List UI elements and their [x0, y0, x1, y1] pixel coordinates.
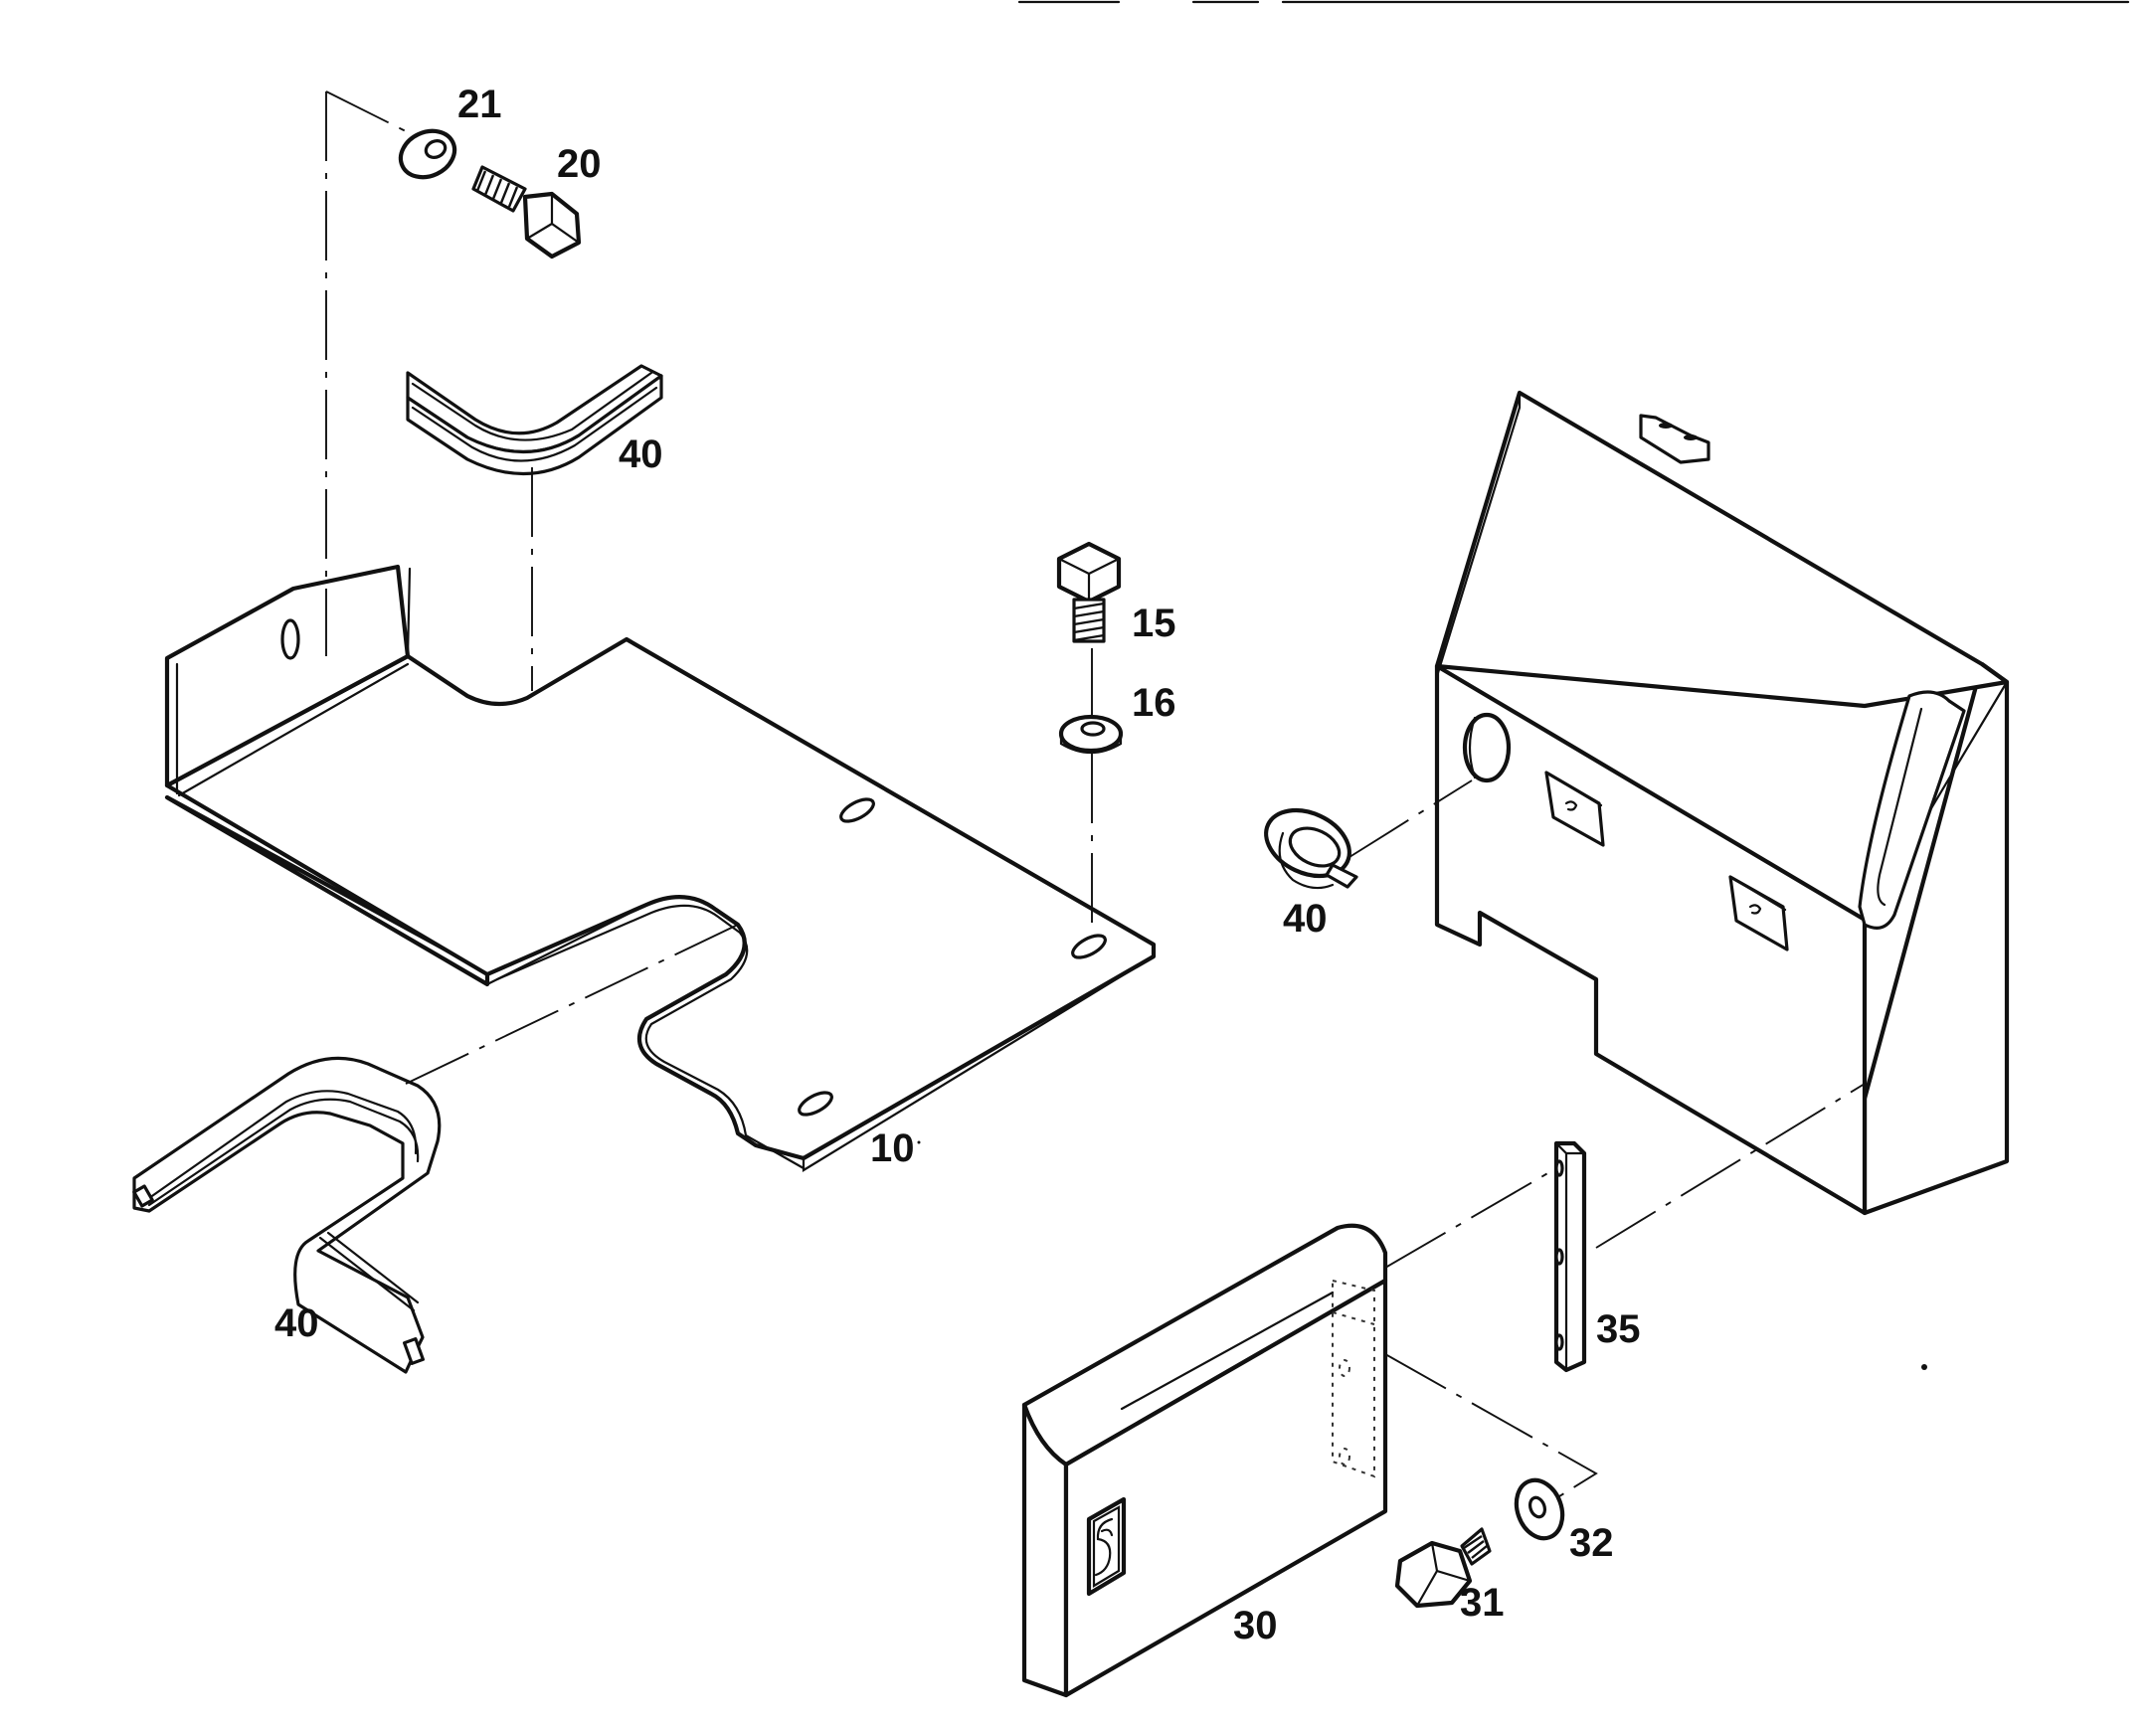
base-plate-top	[164, 636, 1157, 1161]
housing-hole	[1462, 712, 1512, 783]
edge-protector-upper-part	[406, 364, 663, 476]
housing-handle	[1858, 690, 1966, 930]
callout-21: 21	[457, 83, 502, 126]
hinge-bar-35-part	[1553, 1140, 1587, 1373]
wall-slot	[280, 618, 300, 660]
cover-hidden-bracket	[1332, 1279, 1375, 1478]
callout-35: 35	[1596, 1307, 1641, 1351]
leader-lines	[325, 90, 1866, 1502]
callout-labels: 21 20 40 15 16 40 10 40 35 32 31 30	[274, 83, 1641, 1647]
housing-part	[1434, 390, 2010, 1216]
base-plate-wall-fold	[175, 567, 412, 795]
base-plate-back-wall	[164, 564, 411, 788]
callout-20: 20	[557, 142, 602, 186]
callout-16: 16	[1132, 681, 1176, 725]
cover-latch	[1086, 1496, 1127, 1597]
callout-15: 15	[1132, 602, 1176, 645]
bolt-15-part	[1056, 541, 1122, 643]
housing-top	[1434, 390, 2010, 709]
plate-slot-right	[1071, 934, 1107, 959]
plate-slot-bottom	[798, 1091, 833, 1117]
callout-32: 32	[1569, 1521, 1614, 1565]
bolt-20-part	[471, 165, 582, 259]
scan-dot	[1921, 1364, 1927, 1370]
base-plate-cutout-rim	[495, 904, 806, 1170]
edge-protector-lower-part	[132, 1056, 442, 1374]
callout-10: 10	[870, 1126, 915, 1170]
cover-panel-part	[1021, 1223, 1388, 1698]
washer-32-part	[1514, 1477, 1565, 1541]
grommet-part	[1264, 807, 1358, 890]
callout-31: 31	[1460, 1581, 1505, 1625]
wall-to-plate-crease	[177, 662, 410, 797]
plate-slot-center	[839, 797, 875, 823]
bolt-31-part	[1394, 1527, 1492, 1609]
base-plate-part	[164, 564, 1157, 1172]
washer-21-part	[398, 128, 457, 180]
housing-front	[1434, 663, 1868, 1216]
washer-16-part	[1058, 714, 1124, 754]
callout-40-grommet: 40	[1283, 897, 1328, 941]
scan-dot	[917, 1140, 921, 1144]
callout-40-upper: 40	[619, 432, 663, 476]
housing-top-tab	[1639, 414, 1710, 464]
callout-40-lower: 40	[274, 1301, 319, 1345]
callout-30: 30	[1233, 1604, 1278, 1647]
